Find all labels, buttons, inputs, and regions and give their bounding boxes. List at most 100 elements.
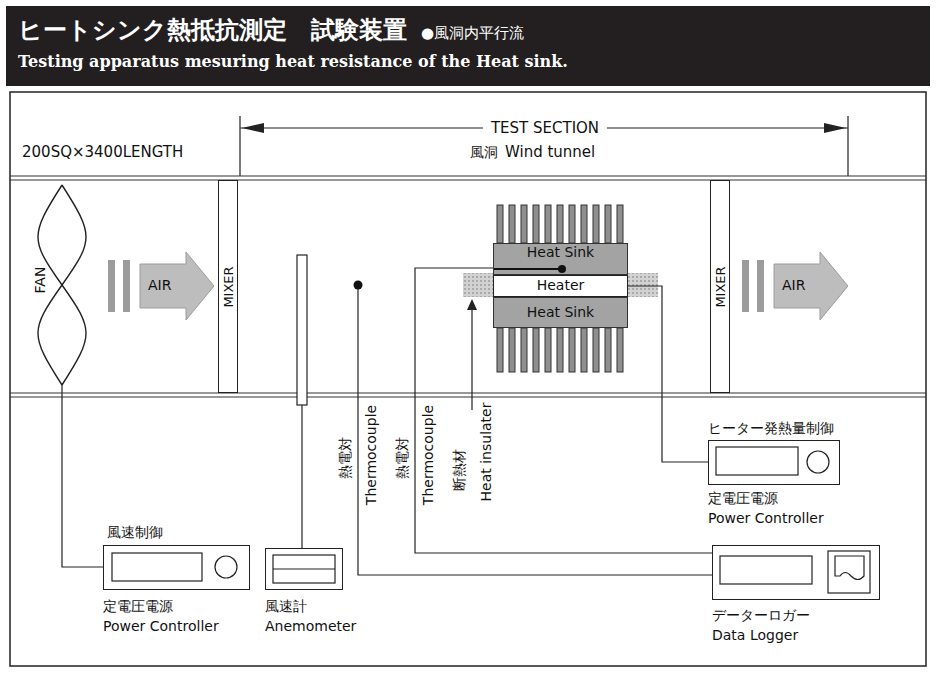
instrument-heading: 風速制御	[107, 524, 163, 541]
vertical-label: 断熱材	[451, 449, 467, 491]
fin	[545, 205, 551, 243]
node-text: AIR	[782, 277, 805, 294]
header-bar	[6, 6, 930, 86]
control-knob	[807, 451, 829, 473]
frame	[10, 92, 926, 666]
extension-line	[239, 116, 240, 176]
node-text: MIXER	[713, 266, 729, 307]
node-text: Power Controller	[708, 510, 824, 527]
control-knob	[215, 556, 237, 578]
fin	[545, 328, 551, 372]
flow-bar	[108, 260, 115, 312]
node-text: Heater	[537, 277, 585, 294]
extension-line	[847, 116, 848, 176]
fin	[581, 328, 587, 372]
fin	[593, 205, 599, 243]
node-text: 定電圧電源	[103, 598, 173, 615]
fin	[533, 205, 539, 243]
vertical-label: Heat insulater	[478, 403, 494, 502]
node-text: Anemometer	[265, 618, 356, 635]
thermocouple-junction	[558, 265, 566, 273]
flow-bar	[757, 260, 764, 312]
fin	[617, 205, 623, 243]
airflow-arrow: AIR	[108, 252, 214, 320]
fin	[497, 328, 503, 372]
node-text: FAN	[32, 267, 48, 294]
fin	[593, 328, 599, 372]
fan: FAN	[28, 185, 96, 385]
vertical-label: 熱電対	[394, 437, 410, 479]
leader-line	[471, 307, 472, 410]
node-text: AIR	[148, 277, 171, 294]
wire	[62, 385, 103, 567]
subtitle: Testing apparatus mesuring heat resistan…	[18, 52, 568, 71]
node-text: 定電圧電源	[708, 490, 778, 507]
fin	[533, 328, 539, 372]
data-logger: データーロガー Data Logger	[712, 545, 882, 650]
airflow-arrow: AIR	[742, 252, 848, 320]
thermocouple-junction	[354, 281, 363, 290]
node-text: 風速計	[265, 598, 307, 615]
printer	[828, 551, 870, 593]
wire	[415, 268, 712, 553]
display-window	[112, 553, 202, 581]
arrow-body	[140, 252, 214, 320]
heat-insulator	[628, 273, 658, 297]
header-row: ヒートシンク熱抵抗測定 試験装置 ●風洞内平行流	[18, 14, 524, 46]
printer-paper	[835, 556, 864, 580]
arrow-body	[774, 252, 848, 320]
vertical-label: 熱電対	[337, 437, 353, 479]
tunnel-wall	[10, 392, 926, 393]
node-text: MIXER	[221, 266, 237, 307]
instrument-case	[103, 545, 250, 590]
fin	[605, 328, 611, 372]
display-window	[273, 555, 335, 583]
node-text: データーロガー	[712, 607, 810, 624]
instrument-case	[712, 545, 880, 600]
wire	[628, 286, 708, 462]
tunnel-wall	[10, 175, 926, 176]
fin	[617, 328, 623, 372]
power-controller: ヒーター発熱量制御定電圧電源 Power Controller	[708, 420, 858, 538]
instrument-case	[265, 548, 343, 590]
display-window	[716, 447, 798, 475]
title: ヒートシンク熱抵抗測定 試験装置	[18, 14, 407, 46]
display-window	[720, 556, 812, 584]
label: TEST SECTION	[483, 119, 607, 137]
fin	[557, 328, 563, 372]
flow-bar	[742, 260, 749, 312]
instrument-case	[708, 440, 840, 485]
label: 風洞	[470, 144, 498, 161]
fin	[557, 205, 563, 243]
instrument-heading: ヒーター発熱量制御	[708, 420, 834, 437]
arrowhead	[242, 123, 264, 133]
fin	[497, 205, 503, 243]
fin	[509, 328, 515, 372]
anemometer: 風速計 Anemometer	[265, 548, 360, 646]
fin	[569, 205, 575, 243]
fin	[509, 205, 515, 243]
fin	[605, 205, 611, 243]
thermocouple-wire	[358, 289, 712, 575]
flow-bar	[123, 260, 130, 312]
label: 200SQ×3400LENGTH	[22, 143, 183, 161]
heater: Heater	[493, 275, 628, 297]
fin	[521, 205, 527, 243]
node-text: Data Logger	[712, 627, 798, 644]
label: Wind tunnel	[505, 143, 595, 161]
mixer: MIXER	[710, 180, 730, 393]
vertical-label: Thermocouple	[363, 405, 379, 505]
heat-sink: Heat Sink	[493, 297, 628, 328]
fin	[521, 328, 527, 372]
power-controller: 風速制御定電圧電源Power Controller	[103, 524, 253, 646]
node-text: Heat Sink	[527, 244, 594, 261]
arrowhead	[467, 299, 477, 310]
probe-cable	[301, 405, 302, 548]
anemometer-probe	[297, 255, 307, 405]
display-divider	[273, 568, 335, 569]
subtitle: ●風洞内平行流	[421, 24, 524, 42]
heat-sink: Heat Sink	[493, 243, 628, 275]
